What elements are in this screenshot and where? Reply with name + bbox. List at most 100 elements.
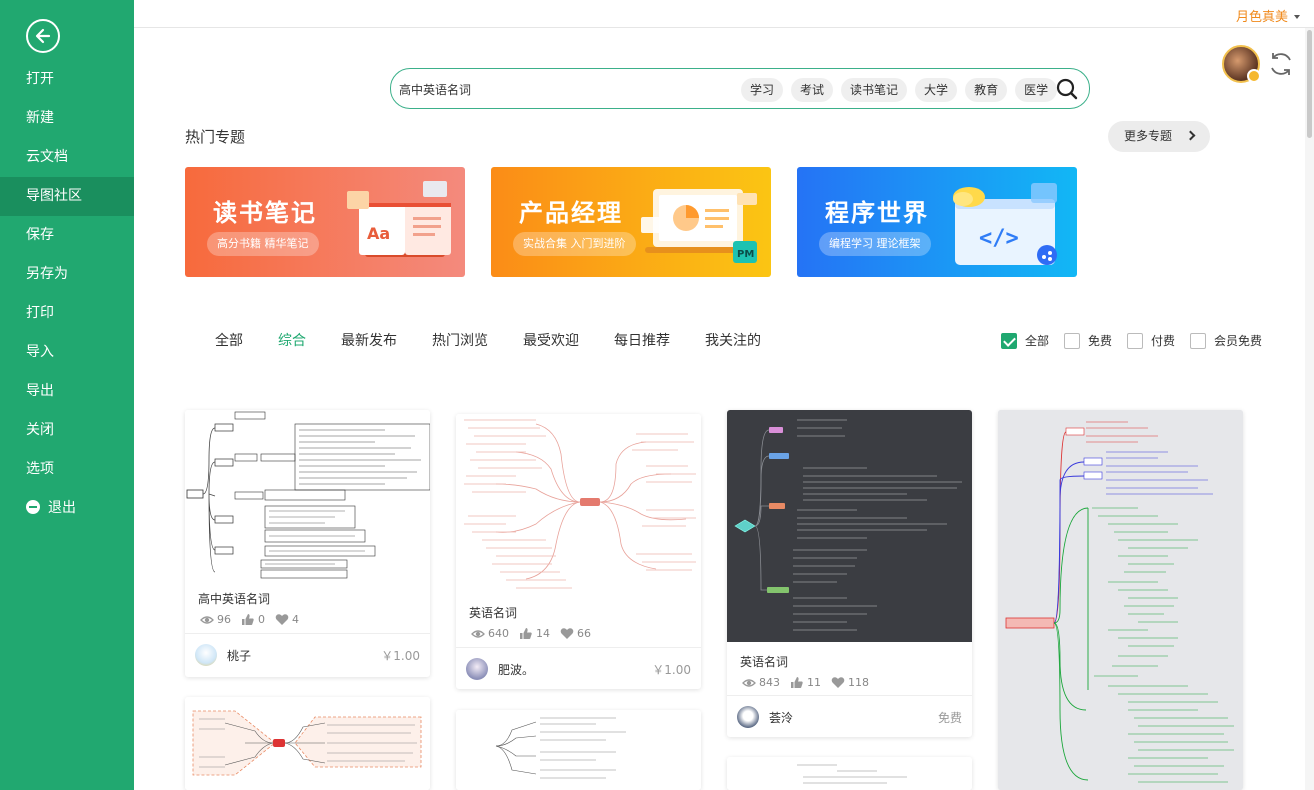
search-tag[interactable]: 考试 bbox=[791, 78, 834, 102]
tab-hot-browse[interactable]: 热门浏览 bbox=[432, 333, 488, 349]
banner-title: 读书笔记 bbox=[213, 199, 317, 227]
author-name[interactable]: 桃子 bbox=[227, 649, 252, 663]
svg-text:Aa: Aa bbox=[367, 224, 390, 243]
mindmap-card[interactable]: 英语名词 640 14 66 肥波。 ￥1.00 bbox=[456, 414, 701, 689]
mindmap-thumbnail bbox=[185, 697, 430, 790]
search-tag[interactable]: 大学 bbox=[915, 78, 958, 102]
sidebar-item-community[interactable]: 导图社区 bbox=[0, 177, 134, 216]
scrollbar-thumb[interactable] bbox=[1307, 30, 1312, 138]
eye-icon bbox=[200, 615, 214, 624]
banner-programming-world[interactable]: 程序世界 编程学习 理论框架 </> bbox=[797, 167, 1077, 277]
author-avatar[interactable] bbox=[195, 644, 217, 666]
mindmap-thumbnail bbox=[998, 410, 1243, 790]
tab-daily-recommend[interactable]: 每日推荐 bbox=[614, 333, 670, 349]
search-tag[interactable]: 医学 bbox=[1015, 78, 1058, 102]
filter-label: 付费 bbox=[1151, 334, 1176, 348]
more-topics-button[interactable]: 更多专题 bbox=[1108, 121, 1210, 152]
price-filters: 全部 免费 付费 会员免费 bbox=[1001, 332, 1277, 349]
user-name: 月色真美 bbox=[1235, 10, 1288, 25]
category-tabs: 全部 综合 最新发布 热门浏览 最受欢迎 每日推荐 我关注的 bbox=[215, 331, 796, 351]
price-label: 免费 bbox=[937, 711, 962, 725]
card-stats: 96 0 4 bbox=[200, 613, 309, 626]
likes-count: 0 bbox=[258, 613, 265, 626]
author-name[interactable]: 荟泠 bbox=[769, 711, 794, 725]
mindmap-card[interactable] bbox=[456, 710, 701, 790]
card-title: 英语名词 bbox=[469, 606, 518, 620]
sidebar-item-options[interactable]: 选项 bbox=[26, 461, 54, 477]
likes-count: 11 bbox=[807, 676, 821, 689]
eye-icon bbox=[471, 629, 485, 638]
thumbs-up-icon bbox=[791, 677, 803, 689]
scrollbar[interactable] bbox=[1305, 28, 1314, 790]
author-name[interactable]: 肥波。 bbox=[498, 663, 535, 677]
banner-reading-notes[interactable]: 读书笔记 高分书籍 精华笔记 Aa bbox=[185, 167, 465, 277]
mindmap-card[interactable]: 高中英语名词 96 0 4 桃子 ￥1.00 bbox=[185, 410, 430, 677]
banner-subtitle: 编程学习 理论框架 bbox=[819, 232, 931, 256]
mindmap-thumbnail bbox=[727, 757, 972, 790]
search-tags: 学习 考试 读书笔记 大学 教育 医学 bbox=[741, 78, 1058, 102]
banner-subtitle: 实战合集 入门到进阶 bbox=[513, 232, 636, 256]
sidebar-item-new[interactable]: 新建 bbox=[26, 110, 54, 126]
card-footer: 桃子 ￥1.00 bbox=[185, 633, 430, 675]
thumbs-up-icon bbox=[242, 614, 254, 626]
svg-text:</>: </> bbox=[979, 226, 1019, 251]
mindmap-card[interactable]: 英语名词 843 11 118 荟泠 免费 bbox=[727, 410, 972, 737]
sidebar-item-print[interactable]: 打印 bbox=[26, 305, 54, 321]
sidebar-item-save-as[interactable]: 另存为 bbox=[26, 266, 68, 282]
author-avatar[interactable] bbox=[466, 658, 488, 680]
user-avatar[interactable] bbox=[1222, 45, 1261, 83]
svg-text:PM: PM bbox=[737, 249, 754, 260]
banner-product-manager[interactable]: 产品经理 实战合集 入门到进阶 PM bbox=[491, 167, 771, 277]
tab-latest[interactable]: 最新发布 bbox=[341, 333, 397, 349]
mindmap-card[interactable] bbox=[727, 757, 972, 790]
favorites-count: 118 bbox=[848, 676, 869, 689]
eye-icon bbox=[742, 678, 756, 687]
search-input[interactable] bbox=[399, 79, 719, 99]
likes-count: 14 bbox=[536, 627, 550, 640]
back-arrow-icon[interactable] bbox=[26, 19, 60, 53]
heart-icon bbox=[275, 614, 289, 625]
chevron-right-icon bbox=[1185, 130, 1196, 141]
sidebar-item-open[interactable]: 打开 bbox=[26, 71, 54, 87]
author-avatar[interactable] bbox=[737, 706, 759, 728]
exit-icon bbox=[26, 500, 40, 514]
banner-subtitle: 高分书籍 精华笔记 bbox=[207, 232, 319, 256]
filter-member-free-checkbox[interactable] bbox=[1190, 332, 1207, 349]
refresh-icon[interactable] bbox=[1266, 49, 1296, 79]
banner-title: 程序世界 bbox=[825, 199, 929, 227]
search-tag[interactable]: 读书笔记 bbox=[841, 78, 908, 102]
top-bar: 月色真美 bbox=[134, 0, 1314, 28]
card-stats: 640 14 66 bbox=[471, 627, 601, 640]
code-window-illustration-icon: </> bbox=[953, 183, 1057, 265]
tab-following[interactable]: 我关注的 bbox=[705, 333, 761, 349]
mindmap-card[interactable] bbox=[185, 697, 430, 790]
sidebar-item-close[interactable]: 关闭 bbox=[26, 422, 54, 438]
user-menu[interactable]: 月色真美 bbox=[1236, 6, 1300, 25]
sidebar-item-import[interactable]: 导入 bbox=[26, 344, 54, 360]
filter-label: 全部 bbox=[1025, 334, 1050, 348]
sidebar-item-cloud-docs[interactable]: 云文档 bbox=[26, 149, 68, 165]
tab-all[interactable]: 全部 bbox=[215, 333, 243, 349]
filter-free-checkbox[interactable] bbox=[1064, 332, 1081, 349]
mindmap-card[interactable] bbox=[998, 410, 1243, 790]
mindmap-thumbnail bbox=[727, 410, 972, 642]
card-stats: 843 11 118 bbox=[742, 676, 879, 689]
filter-paid-checkbox[interactable] bbox=[1127, 332, 1144, 349]
vip-badge-icon bbox=[1247, 69, 1261, 83]
book-illustration-icon: Aa bbox=[347, 181, 451, 257]
sidebar-item-save[interactable]: 保存 bbox=[26, 227, 54, 243]
search-tag[interactable]: 学习 bbox=[741, 78, 784, 102]
tab-most-popular[interactable]: 最受欢迎 bbox=[523, 333, 579, 349]
tab-comprehensive[interactable]: 综合 bbox=[278, 333, 306, 349]
filter-all-checkbox[interactable] bbox=[1001, 332, 1017, 349]
mindmap-thumbnail bbox=[456, 710, 701, 790]
sidebar-item-exit[interactable]: 退出 bbox=[0, 489, 134, 528]
card-title: 高中英语名词 bbox=[198, 592, 271, 606]
search-icon[interactable] bbox=[1055, 77, 1079, 101]
sidebar-item-export[interactable]: 导出 bbox=[26, 383, 54, 399]
caret-down-icon bbox=[1294, 15, 1300, 19]
sidebar: 打开 新建 云文档 导图社区 保存 另存为 打印 导入 导出 关闭 选项 退出 bbox=[0, 0, 134, 790]
sidebar-menu: 打开 新建 云文档 导图社区 保存 另存为 打印 导入 导出 关闭 选项 退出 bbox=[0, 60, 134, 528]
search-tag[interactable]: 教育 bbox=[965, 78, 1008, 102]
heart-icon bbox=[560, 628, 574, 639]
